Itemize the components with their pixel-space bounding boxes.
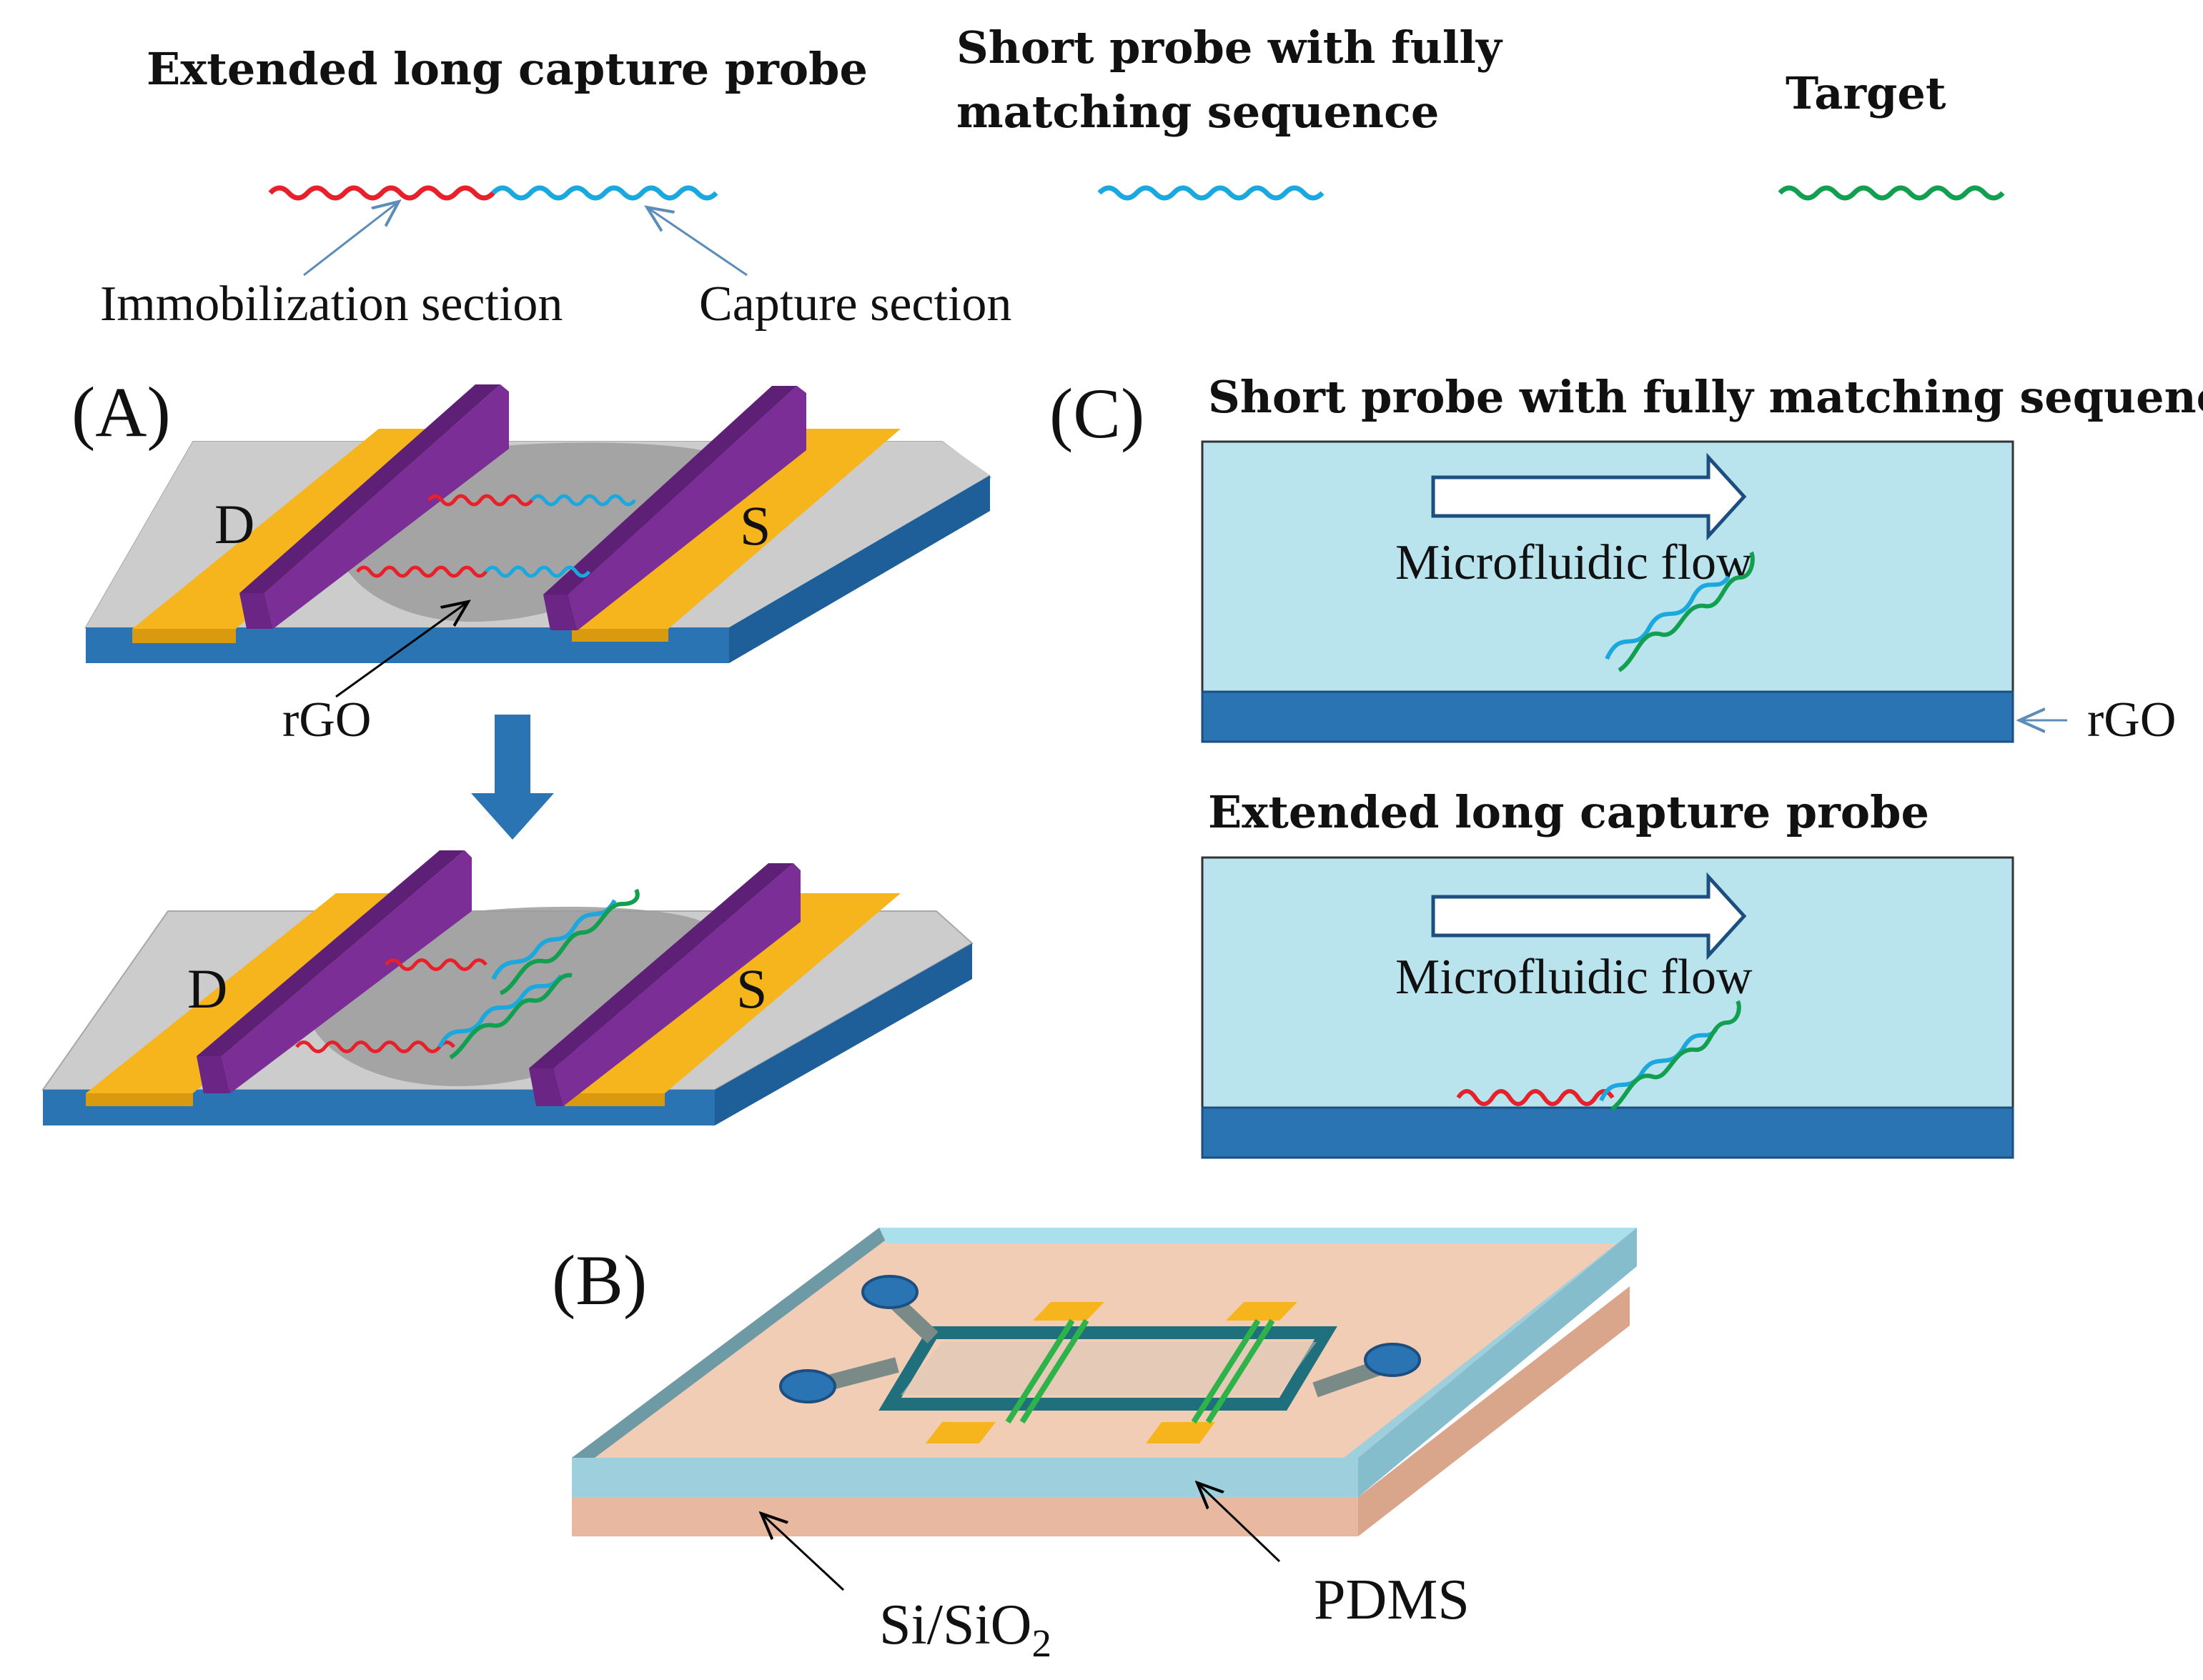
drain-wall-front — [239, 593, 273, 629]
pdms-label: PDMS — [1314, 1569, 1470, 1631]
panel-c-label: (C) — [1049, 374, 1144, 453]
duplex-upper-capture — [491, 899, 617, 980]
capture-pointer — [647, 207, 748, 277]
bottom-immobilization-strand — [1456, 1089, 1615, 1106]
bottom-flow-label: Microfluidic flow — [1395, 950, 1753, 1005]
silicon-side-face — [1358, 1286, 1630, 1536]
panel-b: (B) Si/SiO2 — [552, 1228, 1637, 1665]
source-electrode — [572, 429, 901, 629]
top-rgo-layer — [1201, 690, 2014, 743]
legend-short-probe-label-line2: matching sequence — [956, 86, 1439, 138]
substrate-side-edge — [729, 475, 990, 663]
drain-wall-face — [264, 384, 509, 629]
source-wall-2-front — [529, 1068, 563, 1106]
legend-short-probe-label-line1: Short probe with fully — [956, 21, 1503, 74]
panel-a: (A) D S — [41, 372, 992, 1125]
drain-electrode-front — [132, 629, 236, 643]
transition-arrow — [471, 715, 554, 840]
drain-wall-2-top — [197, 850, 465, 1056]
top-flow-arrow — [1431, 452, 1747, 541]
inlet-port-left — [779, 1369, 836, 1403]
source-label: S — [740, 494, 771, 557]
legend-target-strand — [1778, 185, 2005, 201]
pad-top-right — [1226, 1302, 1297, 1321]
substrate-label-main: Si/SiO — [879, 1594, 1031, 1656]
panel-a-rgo-label: rGO — [282, 692, 371, 747]
lead-3 — [1191, 1318, 1261, 1424]
lead-4 — [1205, 1318, 1275, 1424]
duplex-upper-target — [499, 888, 640, 995]
panel-c: (C) Short probe with fully matching sequ… — [1049, 371, 2203, 1159]
duplex-lower-capture — [437, 974, 563, 1048]
source-electrode-2 — [565, 893, 901, 1093]
source-wall-2-face — [554, 863, 801, 1106]
outlet-port-right — [1364, 1343, 1421, 1377]
probe-2-capture — [485, 565, 590, 578]
microchannel — [878, 1326, 1337, 1411]
pdms-pointer — [1197, 1483, 1281, 1563]
probe-1-capture — [530, 494, 636, 507]
pad-bottom-left — [926, 1422, 996, 1443]
substrate-label-subscript: 2 — [1031, 1621, 1051, 1665]
drain-wall-top — [239, 384, 500, 593]
top-short-probe-strand — [1605, 575, 1731, 660]
probe-3-immobilization — [385, 958, 487, 971]
pdms-side-face — [1358, 1228, 1637, 1497]
probe-4-immobilization — [295, 1040, 455, 1053]
drain-label: D — [214, 493, 254, 555]
drain-wall-2-front — [197, 1056, 230, 1093]
pdms-rim-left — [572, 1228, 902, 1458]
legend-capture-strand — [491, 185, 718, 201]
source-electrode-2-front — [565, 1093, 665, 1106]
source-electrode-front — [572, 629, 668, 642]
top-target-strand — [1618, 551, 1755, 672]
capture-section-label: Capture section — [699, 277, 1011, 332]
pad-top-left — [1033, 1302, 1104, 1321]
bottom-flow-arrow — [1431, 872, 1747, 960]
lead-2 — [1019, 1318, 1089, 1424]
drain-wall-2-face — [222, 850, 472, 1093]
drain-label-2: D — [187, 958, 227, 1020]
panel-a-device-before: D S rGO — [84, 384, 992, 747]
substrate-pointer — [761, 1514, 845, 1591]
legend: Extended long capture probe Short probe … — [100, 21, 2005, 332]
duplex-lower-target — [449, 973, 573, 1060]
substrate2-side-edge — [715, 943, 972, 1125]
microchannel-inner — [901, 1342, 1317, 1395]
legend-immobilization-strand — [268, 185, 495, 201]
source-label-2: S — [736, 958, 767, 1020]
substrate-label: Si/SiO2 — [879, 1594, 1051, 1665]
panel-c-bottom-title: Extended long capture probe — [1208, 786, 1929, 838]
silicon-front-face — [572, 1497, 1358, 1536]
panel-b-label: (B) — [552, 1241, 647, 1320]
legend-target-label: Target — [1786, 67, 1946, 119]
immobilization-section-label: Immobilization section — [100, 277, 563, 332]
pdms-rim-back — [879, 1228, 1637, 1243]
probe-2-immobilization — [356, 565, 487, 578]
panel-c-rgo-label: rGO — [2087, 692, 2176, 747]
source-wall-face — [568, 386, 806, 630]
bottom-rgo-layer — [1201, 1106, 2014, 1159]
drain-electrode-2-front — [86, 1093, 193, 1106]
source-wall-top — [543, 386, 797, 595]
rgo-pointer — [335, 602, 468, 698]
source-wall-front — [543, 595, 578, 630]
probe-1-immobilization — [427, 494, 533, 507]
panel-a-device-after: D S — [41, 850, 974, 1125]
bottom-capture-strand — [1599, 1028, 1718, 1102]
bottom-target-strand — [1610, 1000, 1741, 1111]
pad-bottom-right — [1146, 1422, 1215, 1443]
top-flow-label: Microfluidic flow — [1395, 535, 1753, 590]
source-wall-2-top — [529, 863, 793, 1068]
pdms-front-face — [572, 1458, 1358, 1497]
legend-long-probe-label: Extended long capture probe — [147, 43, 868, 95]
inlet-port-top — [861, 1275, 919, 1309]
lead-1 — [1005, 1318, 1075, 1424]
panel-a-label: (A) — [71, 372, 171, 452]
panel-c-top-title: Short probe with fully matching sequence — [1208, 371, 2203, 423]
immobilization-pointer — [303, 202, 399, 277]
legend-short-probe-strand — [1097, 185, 1325, 201]
